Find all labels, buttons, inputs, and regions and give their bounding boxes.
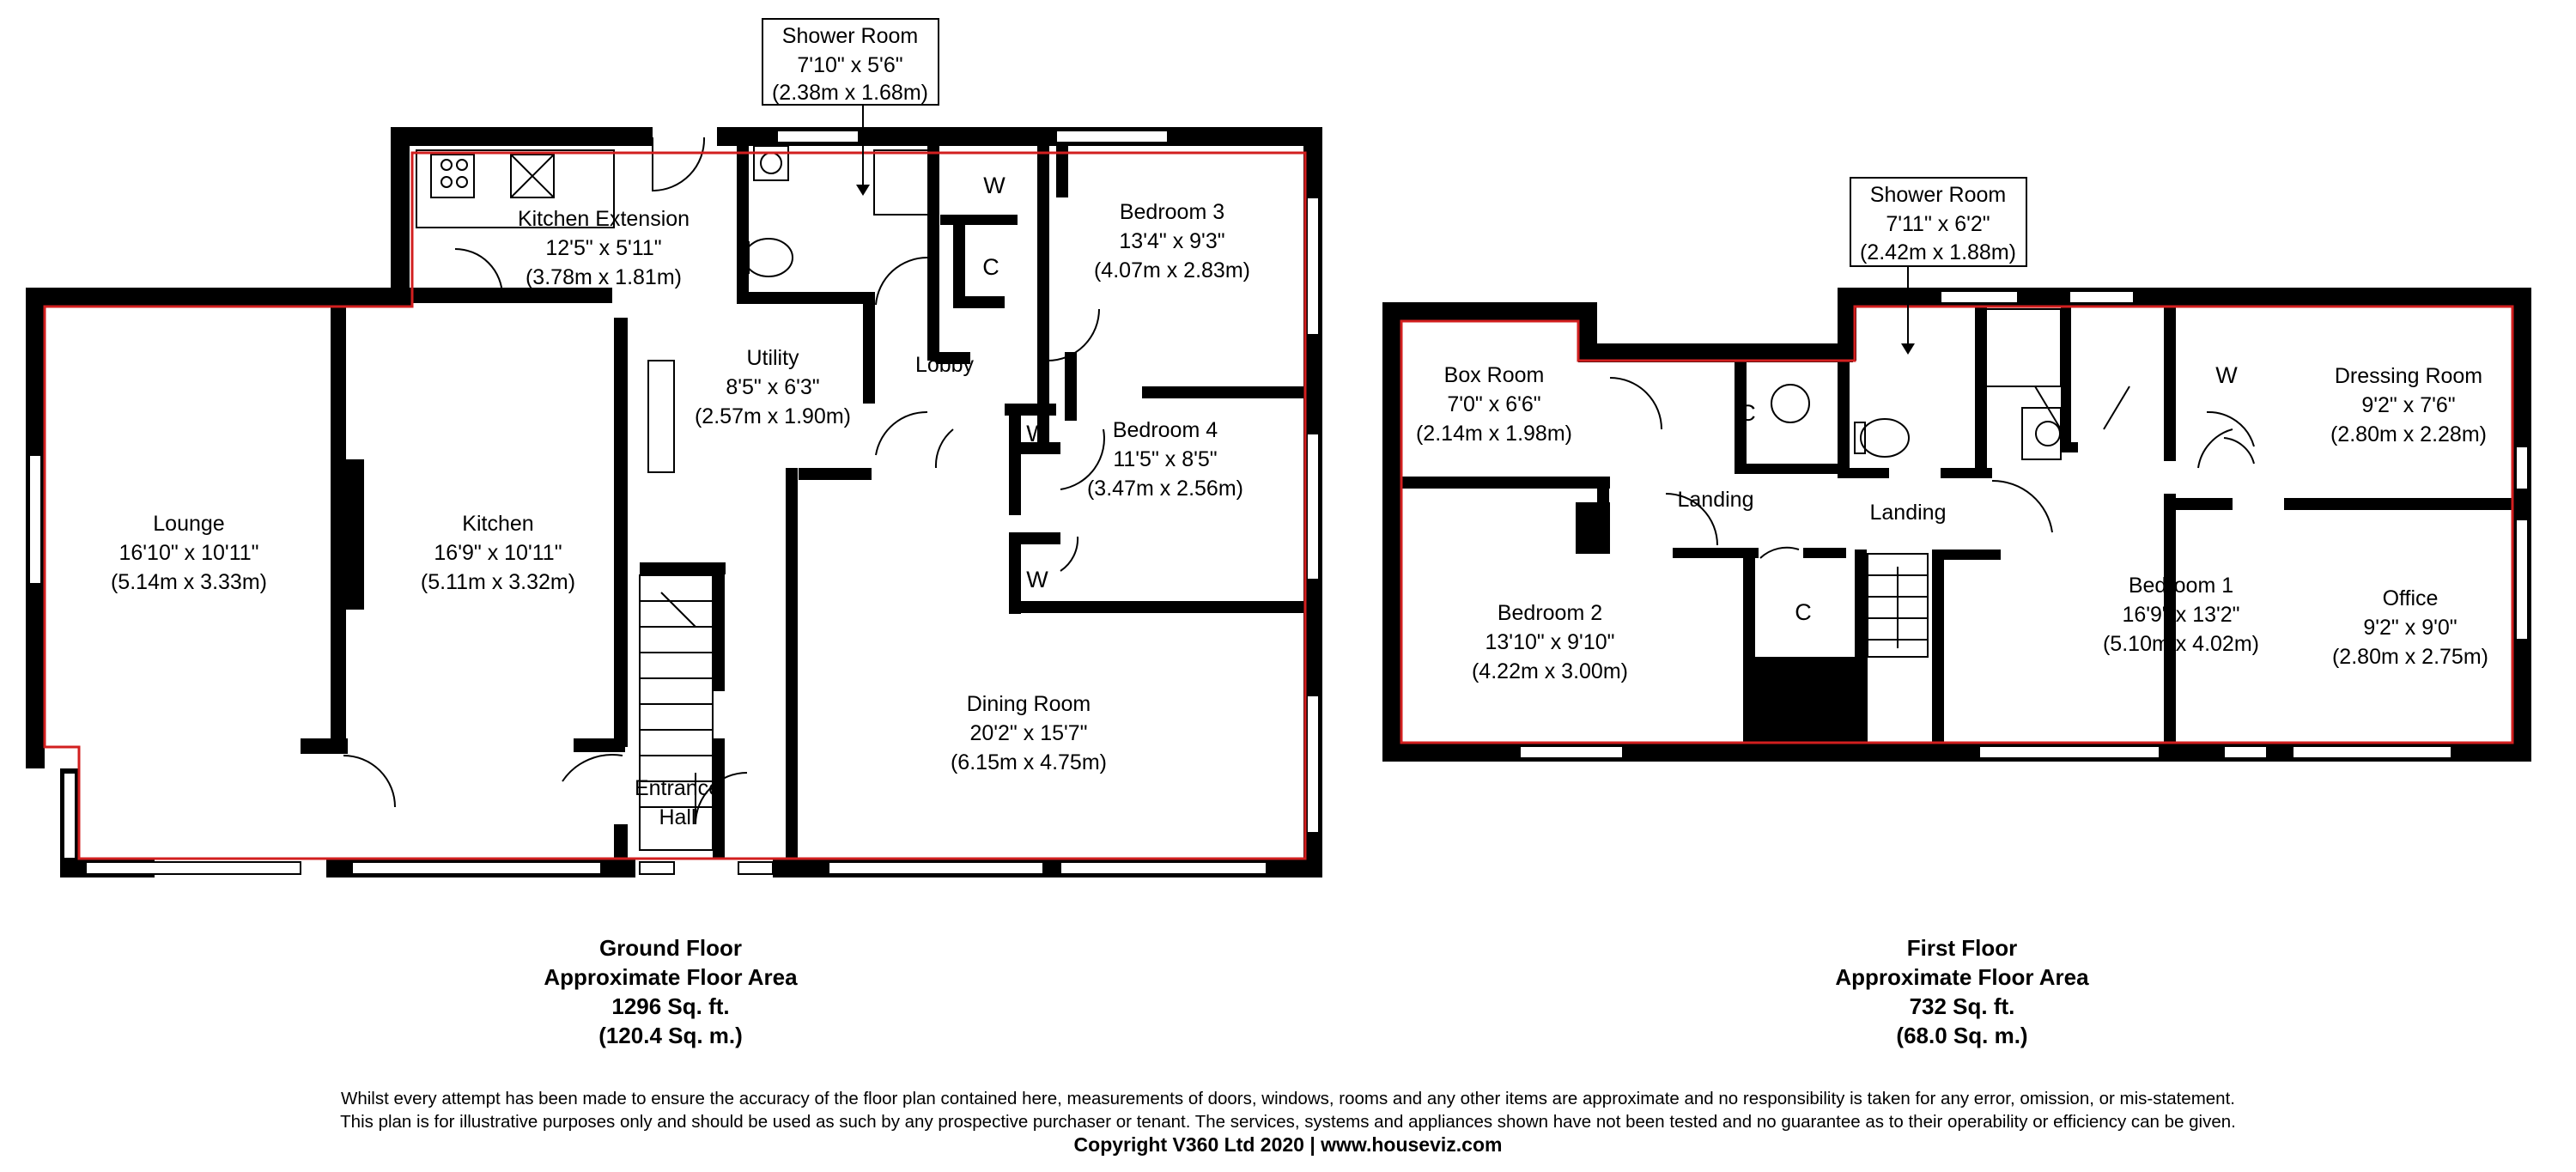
toilet-icon — [744, 238, 793, 277]
ground-floor-area: Ground Floor Approximate Floor Area 1296… — [413, 933, 928, 1050]
first-floor-fixtures — [1771, 308, 2062, 460]
room-dimensions: 12'5" x 5'11" — [545, 236, 661, 260]
ground-floor-doors — [343, 137, 1105, 825]
room-name: Dressing Room — [2335, 364, 2482, 388]
disclaimer-line: This plan is for illustrative purposes o… — [340, 1112, 2236, 1132]
area-sqm: (68.0 Sq. m.) — [1896, 1023, 2028, 1048]
sink-icon — [647, 360, 675, 473]
storage-label: C — [1795, 599, 1812, 625]
room-name: Utility — [746, 346, 799, 370]
room-dimensions: 9'2" x 7'6" — [2361, 393, 2455, 417]
room-metric: (4.07m x 2.83m) — [1094, 258, 1250, 282]
callout-dimensions: 7'10" x 5'6" — [797, 53, 902, 77]
shower-tray-icon — [873, 149, 935, 216]
room-name: Kitchen Extension — [518, 207, 690, 231]
first-floor-plan — [1382, 177, 2531, 762]
room-dimensions: 20'2" x 15'7" — [969, 721, 1087, 745]
storage-label: W — [2215, 362, 2238, 388]
room-metric: (5.11m x 3.32m) — [421, 570, 575, 594]
room-name: Hall — [659, 805, 696, 829]
storage-label: W — [1026, 421, 1048, 446]
room-dimensions: 13'4" x 9'3" — [1119, 229, 1224, 253]
room-metric: (3.78m x 1.81m) — [526, 265, 682, 289]
first-floor-labels: Box Room 7'0" x 6'6" (2.14m x 1.98m) Lan… — [1416, 183, 2488, 683]
shower-tray-icon — [1978, 308, 2062, 387]
storage-label: W — [983, 173, 1005, 198]
callout-metric: (2.38m x 1.68m) — [772, 81, 928, 105]
basin-icon — [2021, 407, 2062, 460]
toilet-icon — [1860, 418, 1910, 458]
room-name: Kitchen — [462, 512, 533, 536]
ground-shower-callout — [762, 18, 939, 196]
ground-floor-plan — [26, 18, 1322, 877]
area-title: Ground Floor — [598, 935, 743, 961]
room-dimensions: 16'9" x 13'2" — [2122, 603, 2239, 627]
callout-metric: (2.42m x 1.88m) — [1860, 240, 2016, 264]
callout-dimensions: 7'11" x 6'2" — [1886, 212, 1990, 236]
room-dimensions: 16'10" x 10'11" — [118, 541, 258, 565]
first-floor-walls — [1382, 288, 2531, 762]
room-dimensions: 16'9" x 10'11" — [434, 541, 562, 565]
ground-floor-fixtures — [416, 145, 935, 473]
area-subtitle: Approximate Floor Area — [1835, 964, 2089, 990]
ground-floor-windows — [28, 130, 1320, 875]
room-metric: (3.47m x 2.56m) — [1087, 477, 1243, 501]
room-metric: (4.22m x 3.00m) — [1472, 659, 1628, 683]
cylinder-icon — [1771, 384, 1810, 423]
basin-icon — [753, 145, 789, 181]
room-name: Box Room — [1444, 363, 1545, 387]
storage-label: C — [982, 254, 999, 280]
ground-floor-outline — [43, 151, 1307, 860]
area-sqm: (120.4 Sq. m.) — [598, 1023, 743, 1048]
room-name: Landing — [1870, 501, 1947, 525]
room-name: Lobby — [915, 353, 975, 377]
ground-floor-stairs — [639, 574, 714, 851]
room-metric: (6.15m x 4.75m) — [951, 750, 1107, 774]
storage-label: W — [1026, 567, 1048, 592]
callout-name: Shower Room — [782, 24, 918, 48]
room-metric: (2.14m x 1.98m) — [1416, 422, 1572, 446]
room-name: Lounge — [153, 512, 224, 536]
room-name: Bedroom 4 — [1113, 418, 1218, 442]
room-dimensions: 13'10" x 9'10" — [1485, 630, 1614, 654]
room-name: Landing — [1678, 488, 1754, 512]
area-sqft: 1296 Sq. ft. — [611, 993, 730, 1019]
room-name: Bedroom 1 — [2129, 574, 2233, 598]
room-metric: (2.80m x 2.75m) — [2332, 645, 2488, 669]
first-shower-callout — [1850, 177, 2027, 355]
storage-label: C — [1739, 400, 1756, 426]
area-subtitle: Approximate Floor Area — [544, 964, 798, 990]
room-name: Bedroom 3 — [1120, 200, 1224, 224]
copyright: Copyright V360 Ltd 2020 | www.houseviz.c… — [1073, 1133, 1503, 1156]
first-floor-doors — [1609, 377, 2255, 559]
first-floor-outline — [1400, 305, 2514, 744]
room-metric: (5.10m x 4.02m) — [2103, 632, 2259, 656]
room-metric: (5.14m x 3.33m) — [111, 570, 267, 594]
room-name: Bedroom 2 — [1498, 601, 1602, 625]
room-dimensions: 8'5" x 6'3" — [726, 375, 819, 399]
room-metric: (2.80m x 2.28m) — [2330, 422, 2487, 446]
first-floor-stairs — [1867, 553, 1929, 658]
ground-floor-walls — [26, 127, 1322, 877]
area-title: First Floor — [1906, 935, 2018, 961]
room-dimensions: 11'5" x 8'5" — [1113, 447, 1217, 471]
disclaimer: Whilst every attempt has been made to en… — [0, 1087, 2576, 1157]
first-floor-area: First Floor Approximate Floor Area 732 S… — [1704, 933, 2220, 1050]
room-metric: (2.57m x 1.90m) — [695, 404, 851, 428]
room-dimensions: 7'0" x 6'6" — [1447, 392, 1540, 416]
area-sqft: 732 Sq. ft. — [1909, 993, 2015, 1019]
first-floor-windows — [1519, 290, 2529, 759]
room-name: Office — [2383, 586, 2439, 610]
hob-icon — [430, 154, 475, 198]
callout-name: Shower Room — [1870, 183, 2006, 207]
disclaimer-line: Whilst every attempt has been made to en… — [341, 1089, 2235, 1108]
room-name: Entrance — [635, 776, 720, 800]
ground-floor-labels: Kitchen Extension 12'5" x 5'11" (3.78m x… — [111, 24, 1250, 829]
room-name: Dining Room — [967, 692, 1091, 716]
room-dimensions: 9'2" x 9'0" — [2363, 616, 2457, 640]
